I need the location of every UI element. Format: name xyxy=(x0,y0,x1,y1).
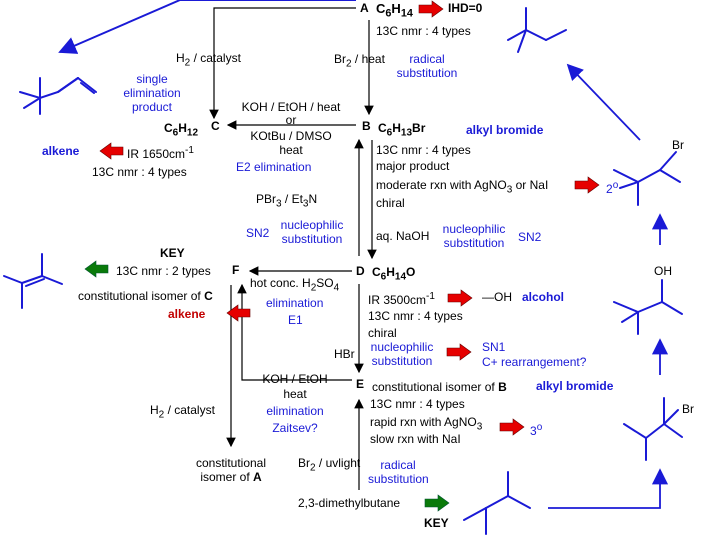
reagent-e-to-f-2: heat xyxy=(283,387,307,401)
structure-b xyxy=(613,151,681,206)
mech-e-to-f-2: Zaitsev? xyxy=(272,421,318,435)
type-b: alkyl bromide xyxy=(466,123,544,137)
structure-d xyxy=(613,279,683,335)
sn1-d: SN1 xyxy=(482,340,506,354)
start-name: 2,3-dimethylbutane xyxy=(298,496,401,510)
note-e-2: slow rxn with NaI xyxy=(370,432,461,446)
mech-d-to-f-2: E1 xyxy=(288,313,303,327)
nmr-b: 13C nmr : 4 types xyxy=(376,143,471,157)
reagent-start-to-e: Br2 / uvlight xyxy=(298,456,361,474)
nmr-a: 13C nmr : 4 types xyxy=(376,24,471,38)
reagent-d-to-e: HBr xyxy=(334,347,355,361)
chiral-b: chiral xyxy=(376,196,405,210)
ir-c: IR 1650cm-1 xyxy=(127,145,194,161)
formula-a: C6H14 xyxy=(376,1,413,20)
label-f: F xyxy=(232,263,240,277)
type-f: alkene xyxy=(168,307,206,321)
label-b: B xyxy=(362,119,371,133)
mech-d-to-f-1: elimination xyxy=(266,296,324,310)
green-arrow-start xyxy=(424,494,450,512)
reagent-b-to-c-4: heat xyxy=(279,143,303,157)
label-a: A xyxy=(360,1,369,15)
formula-b: C6H13Br xyxy=(378,121,426,139)
substituent-br-b: Br xyxy=(672,138,684,152)
reagent-a-to-b: Br2 / heat xyxy=(334,52,385,70)
label-d: D xyxy=(356,264,365,278)
class-e: 3o xyxy=(530,422,543,438)
red-arrow-ihd xyxy=(418,0,444,18)
note-b-2: moderate rxn with AgNO3 or NaI xyxy=(376,178,549,196)
substituent-br-e: Br xyxy=(682,402,694,416)
green-arrow-key-f xyxy=(84,260,109,278)
reagent-d-to-f: hot conc. H2SO4 xyxy=(250,276,340,294)
mech-d-to-b-1: SN2 xyxy=(246,226,270,240)
type-d: alcohol xyxy=(522,290,565,304)
mech-b-to-d-2: SN2 xyxy=(518,230,542,244)
type-e: alkyl bromide xyxy=(536,379,614,393)
structure-start xyxy=(463,471,531,535)
nmr-c: 13C nmr : 4 types xyxy=(92,165,187,179)
reagent-a-to-c: H2 / catalyst xyxy=(176,51,241,69)
type-c: alkene xyxy=(42,144,80,158)
label-c: C xyxy=(211,119,220,133)
iso-e: constitutional isomer of B xyxy=(372,380,507,394)
formula-d: C6H14O xyxy=(372,265,416,283)
red-arrow-3deg xyxy=(499,418,525,436)
mech-e-to-f-1: elimination xyxy=(266,404,324,418)
nmr-d: 13C nmr : 4 types xyxy=(368,309,463,323)
nmr-e: 13C nmr : 4 types xyxy=(370,397,465,411)
key-label-2: KEY xyxy=(424,516,449,530)
red-arrow-alkene-c xyxy=(99,142,124,160)
reagent-f-to-iso: H2 / catalyst xyxy=(150,403,215,421)
ihd-text: IHD=0 xyxy=(448,1,483,15)
reagent-b-to-d: aq. NaOH xyxy=(376,229,430,243)
nmr-f: 13C nmr : 2 types xyxy=(116,264,211,278)
formula-c: C6H12 xyxy=(164,121,199,139)
structure-product-c xyxy=(19,77,97,115)
ir-d: IR 3500cm-1 xyxy=(368,291,435,307)
note-e-1: rapid rxn with AgNO3 xyxy=(370,415,483,433)
key-label-1: KEY xyxy=(160,246,185,260)
structure-e xyxy=(623,397,683,461)
red-arrow-oh xyxy=(447,289,473,307)
structure-a xyxy=(507,7,567,53)
arrow-a-to-c xyxy=(209,7,356,120)
oh-d: —OH xyxy=(482,290,512,304)
chiral-d: chiral xyxy=(368,326,397,340)
arrow-start-right xyxy=(548,468,669,509)
reagent-b-to-c-1: KOH / EtOH / heat xyxy=(241,100,341,114)
class-b: 2o xyxy=(606,180,619,196)
note-b-1: major product xyxy=(376,159,450,173)
label-e: E xyxy=(356,377,365,391)
substituent-oh-d: OH xyxy=(654,264,672,278)
red-arrow-sn1 xyxy=(446,343,472,361)
arrow-up-3 xyxy=(566,63,641,141)
reagent-b-to-c-3: KOtBu / DMSO xyxy=(250,129,332,143)
rearr-d: C+ rearrangement? xyxy=(482,355,587,369)
iso-f: constitutional isomer of C xyxy=(78,289,213,303)
red-arrow-2deg xyxy=(574,176,600,194)
reagent-e-to-f-1: KOH / EtOH xyxy=(262,372,328,386)
reagent-b-to-c-2: or xyxy=(285,113,297,127)
structure-product-f xyxy=(3,253,63,309)
arrow-a-to-single-product xyxy=(58,0,356,54)
red-arrow-alkene-f xyxy=(226,304,251,322)
mech-b-to-c: E2 elimination xyxy=(236,160,312,174)
reagent-d-to-b: PBr3 / Et3N xyxy=(256,192,318,210)
